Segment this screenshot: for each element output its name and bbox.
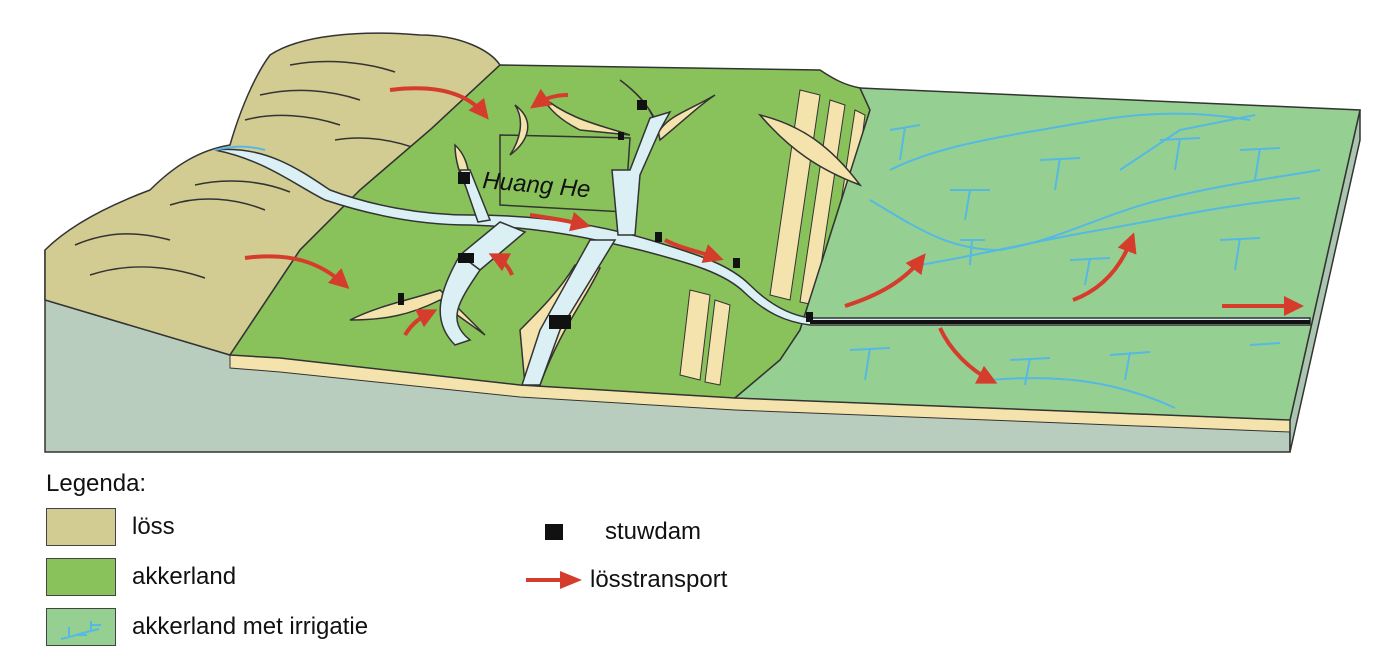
loess-arrow <box>529 211 591 232</box>
dam <box>549 315 571 329</box>
tributaries <box>439 110 672 386</box>
legend-item-irrigated-farmland: akkerland met irrigatie <box>46 608 368 646</box>
loess-arrow <box>244 254 350 290</box>
irrigated-farmland <box>733 87 1361 421</box>
loess-arrow <box>844 253 926 308</box>
huang-he-river <box>214 145 1311 326</box>
dam-icon <box>545 524 563 540</box>
loess-arrow <box>488 253 514 276</box>
dam <box>655 232 662 242</box>
dam <box>458 172 470 184</box>
loess-arrow <box>664 238 724 264</box>
landscape-block-diagram: Huang He <box>44 32 1361 453</box>
legend-label: lösstransport <box>590 566 728 593</box>
dam <box>806 312 813 322</box>
legend-item-dam: stuwdam <box>541 518 701 546</box>
loess-arrow <box>938 327 998 384</box>
legend-label: löss <box>132 513 175 540</box>
legend-item-loess-transport: lösstransport <box>524 566 727 594</box>
irrigation-channel-icon <box>60 621 101 640</box>
dams <box>398 100 813 329</box>
legend-item-loess: löss <box>46 508 175 546</box>
farmland-swatch <box>46 558 116 596</box>
dam <box>637 100 647 110</box>
legend-item-farmland: akkerland <box>46 558 236 596</box>
dam <box>733 258 740 268</box>
legend-label: akkerland met irrigatie <box>132 613 369 640</box>
arrow-icon <box>526 571 582 589</box>
loess-transport-arrows <box>244 86 1304 384</box>
loess-hills <box>44 32 501 356</box>
irrigation-channels <box>849 112 1321 409</box>
loess-arrow <box>1072 232 1137 302</box>
loess-arrow <box>403 309 438 337</box>
dam <box>618 132 624 140</box>
legend-label: akkerland <box>132 563 237 590</box>
loess-arrow <box>389 86 489 120</box>
loess-arrow <box>530 88 569 109</box>
legend-label: stuwdam <box>605 518 702 545</box>
irrigated-farmland-swatch <box>46 608 116 646</box>
loess-swatch <box>46 508 116 546</box>
dam <box>398 293 404 305</box>
dam <box>458 253 474 263</box>
legend-title: Legenda: <box>46 470 147 497</box>
legend: Legenda: löss akkerland akkerland met ir… <box>46 470 946 660</box>
